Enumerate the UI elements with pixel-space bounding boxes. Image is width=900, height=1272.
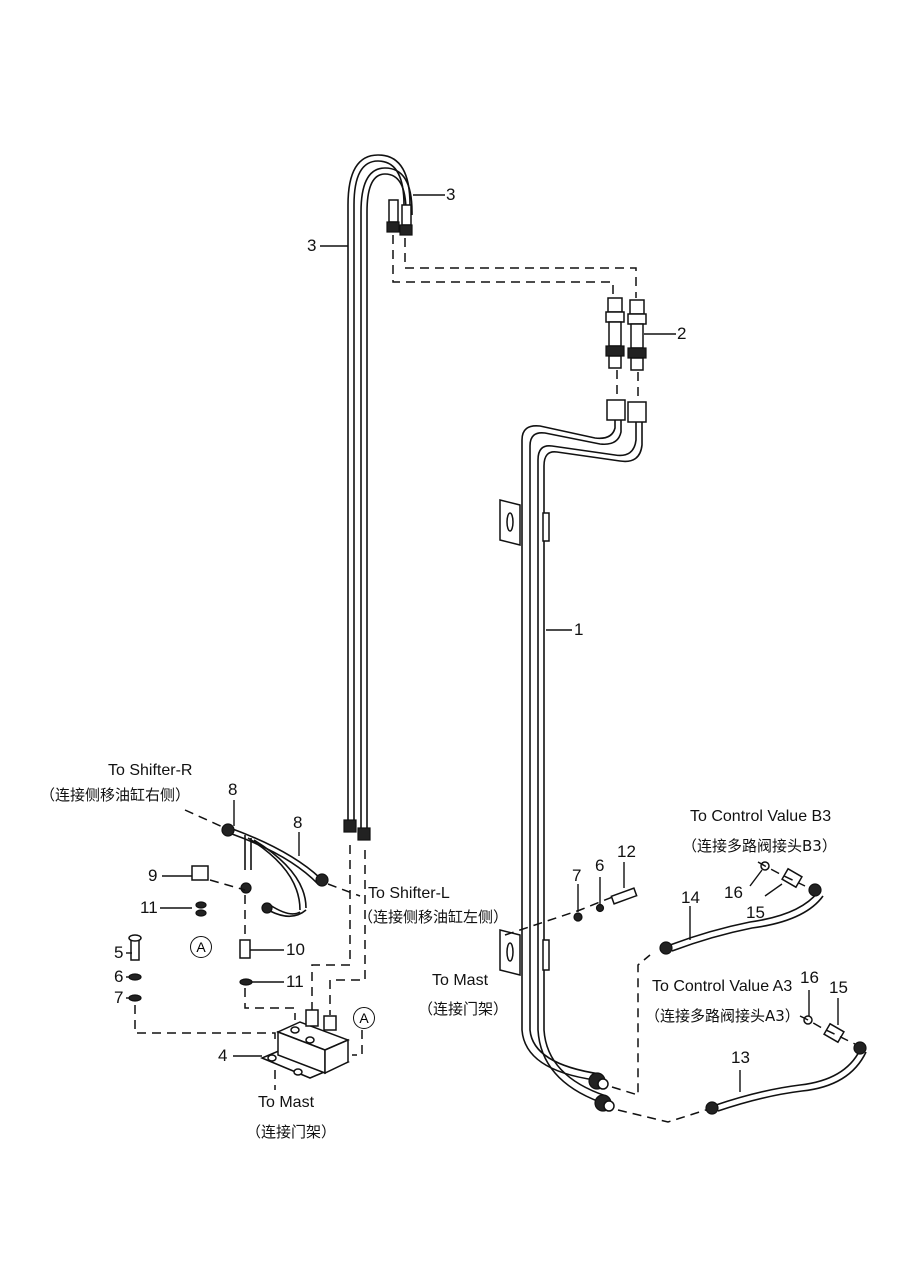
elbow-9 bbox=[191, 865, 209, 881]
part-label-14: 14 bbox=[681, 888, 700, 907]
reference-marker-a: A bbox=[353, 1007, 375, 1029]
part-label-2: 2 bbox=[677, 324, 687, 343]
connection-line bbox=[404, 238, 637, 298]
connection-line bbox=[134, 1005, 276, 1045]
fitting-15 bbox=[781, 867, 803, 889]
part-label-7: 7 bbox=[114, 988, 124, 1007]
callout-mast-bottom-cn: （连接门架） bbox=[246, 1123, 337, 1141]
part-label-16: 16 bbox=[800, 968, 819, 987]
callout-shifter-r: To Shifter-R bbox=[108, 762, 193, 779]
part-label-13: 13 bbox=[731, 1048, 750, 1067]
valve-block-4 bbox=[260, 1009, 350, 1079]
tube-assembly-1 bbox=[499, 399, 647, 1112]
part-label-11: 11 bbox=[140, 898, 158, 917]
connection-line bbox=[757, 861, 806, 887]
part-label-7: 7 bbox=[572, 866, 582, 885]
connection-line bbox=[392, 235, 614, 298]
part-label-6: 6 bbox=[595, 856, 605, 875]
connection-line bbox=[329, 850, 366, 1015]
callout-control-valve-a3-cn: （连接多路阀接头A3） bbox=[645, 1007, 800, 1025]
connection-line bbox=[352, 1030, 363, 1056]
part-label-6: 6 bbox=[114, 967, 124, 986]
part-label-3: 3 bbox=[307, 236, 317, 255]
callout-mast-middle-cn: （连接门架） bbox=[418, 1000, 509, 1018]
connection-line bbox=[244, 988, 296, 1020]
part-label-4: 4 bbox=[218, 1046, 228, 1065]
part-label-5: 5 bbox=[114, 943, 124, 962]
hose-13 bbox=[705, 1041, 867, 1115]
part-label-3: 3 bbox=[446, 185, 456, 204]
reference-marker-a: A bbox=[190, 936, 212, 958]
adapter-2 bbox=[605, 297, 647, 371]
part-label-15: 15 bbox=[829, 978, 848, 997]
callout-shifter-r-cn: （连接侧移油缸右侧） bbox=[40, 786, 191, 804]
part-label-8: 8 bbox=[293, 813, 303, 832]
callout-control-valve-b3-cn: （连接多路阀接头B3） bbox=[682, 837, 837, 855]
connection-line bbox=[209, 879, 246, 891]
part-label-11: 11 bbox=[286, 972, 304, 991]
part-label-12: 12 bbox=[617, 842, 636, 861]
part-label-9: 9 bbox=[148, 866, 158, 885]
hose-8 bbox=[184, 809, 361, 918]
part-label-8: 8 bbox=[228, 780, 238, 799]
connection-line bbox=[799, 1015, 856, 1045]
callout-shifter-l-cn: （连接侧移油缸左侧） bbox=[358, 908, 509, 926]
part-label-1: 1 bbox=[574, 620, 584, 639]
hose-14 bbox=[659, 883, 824, 955]
callout-mast-bottom: To Mast bbox=[258, 1094, 315, 1111]
part-label-16: 16 bbox=[724, 883, 743, 902]
callout-control-valve-a3: To Control Value A3 bbox=[652, 978, 793, 995]
callout-mast-middle: To Mast bbox=[432, 972, 489, 989]
tube-assembly-3 bbox=[343, 154, 413, 841]
connection-line bbox=[504, 889, 631, 936]
leader-lines bbox=[126, 194, 839, 1092]
part-label-15: 15 bbox=[746, 903, 765, 922]
part-label-10: 10 bbox=[286, 940, 305, 959]
connection-line bbox=[611, 954, 651, 1097]
callout-shifter-l: To Shifter-L bbox=[368, 885, 450, 902]
callout-control-valve-b3: To Control Value B3 bbox=[690, 808, 832, 825]
connection-line bbox=[617, 1107, 713, 1123]
connection-line bbox=[311, 845, 351, 1012]
